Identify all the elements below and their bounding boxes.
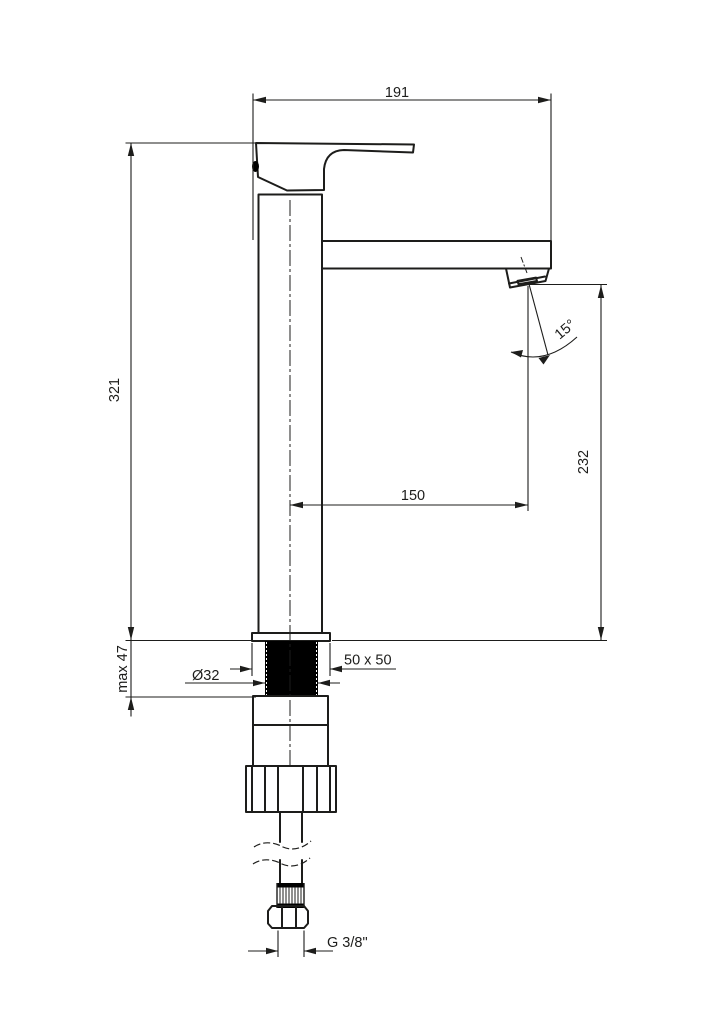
castellated-nut-slots [251,765,331,813]
threaded-shank [265,641,318,696]
pipe-break-lines [252,840,312,867]
dimension-outlet-angle: 15° [510,283,579,511]
dim-total-width-label: 191 [385,85,409,101]
dim-shank-diameter-label: Ø32 [192,668,219,684]
dimension-hose-thread: G 3/8" [248,930,368,957]
dimension-total-width: 191 [252,85,552,241]
dimension-total-height: 321 [107,142,256,640]
aerator-centerline-tick [520,256,528,274]
dimension-spout-reach: 150 [290,488,528,509]
dim-spout-reach-label: 150 [401,488,425,504]
aerator-outlet-notch [516,276,538,286]
dim-outlet-height-label: 232 [576,450,592,474]
dimension-body-section: 50 x 50 [230,643,396,676]
spout [321,240,552,270]
dim-total-height-label: 321 [107,378,123,402]
faucet-outline [245,142,552,929]
dim-hose-thread-label: G 3/8" [327,935,368,951]
dimension-outlet-height: 232 [332,283,607,642]
handle-indicator-dot [252,161,259,172]
dim-deck-thickness-label: max 47 [115,645,131,693]
hose-hex-nut [267,905,309,929]
hose-crimp-sleeve [276,883,305,908]
dimension-shank-diameter: Ø32 [185,668,340,687]
castellated-nut [245,765,337,813]
dimension-max-deck-thickness: max 47 [115,639,256,717]
aerator [505,267,550,289]
dim-body-section-label: 50 x 50 [344,653,392,669]
centerlines [289,200,528,768]
lever-handle [255,142,415,192]
base-flange [251,632,331,642]
body-column [257,193,323,634]
